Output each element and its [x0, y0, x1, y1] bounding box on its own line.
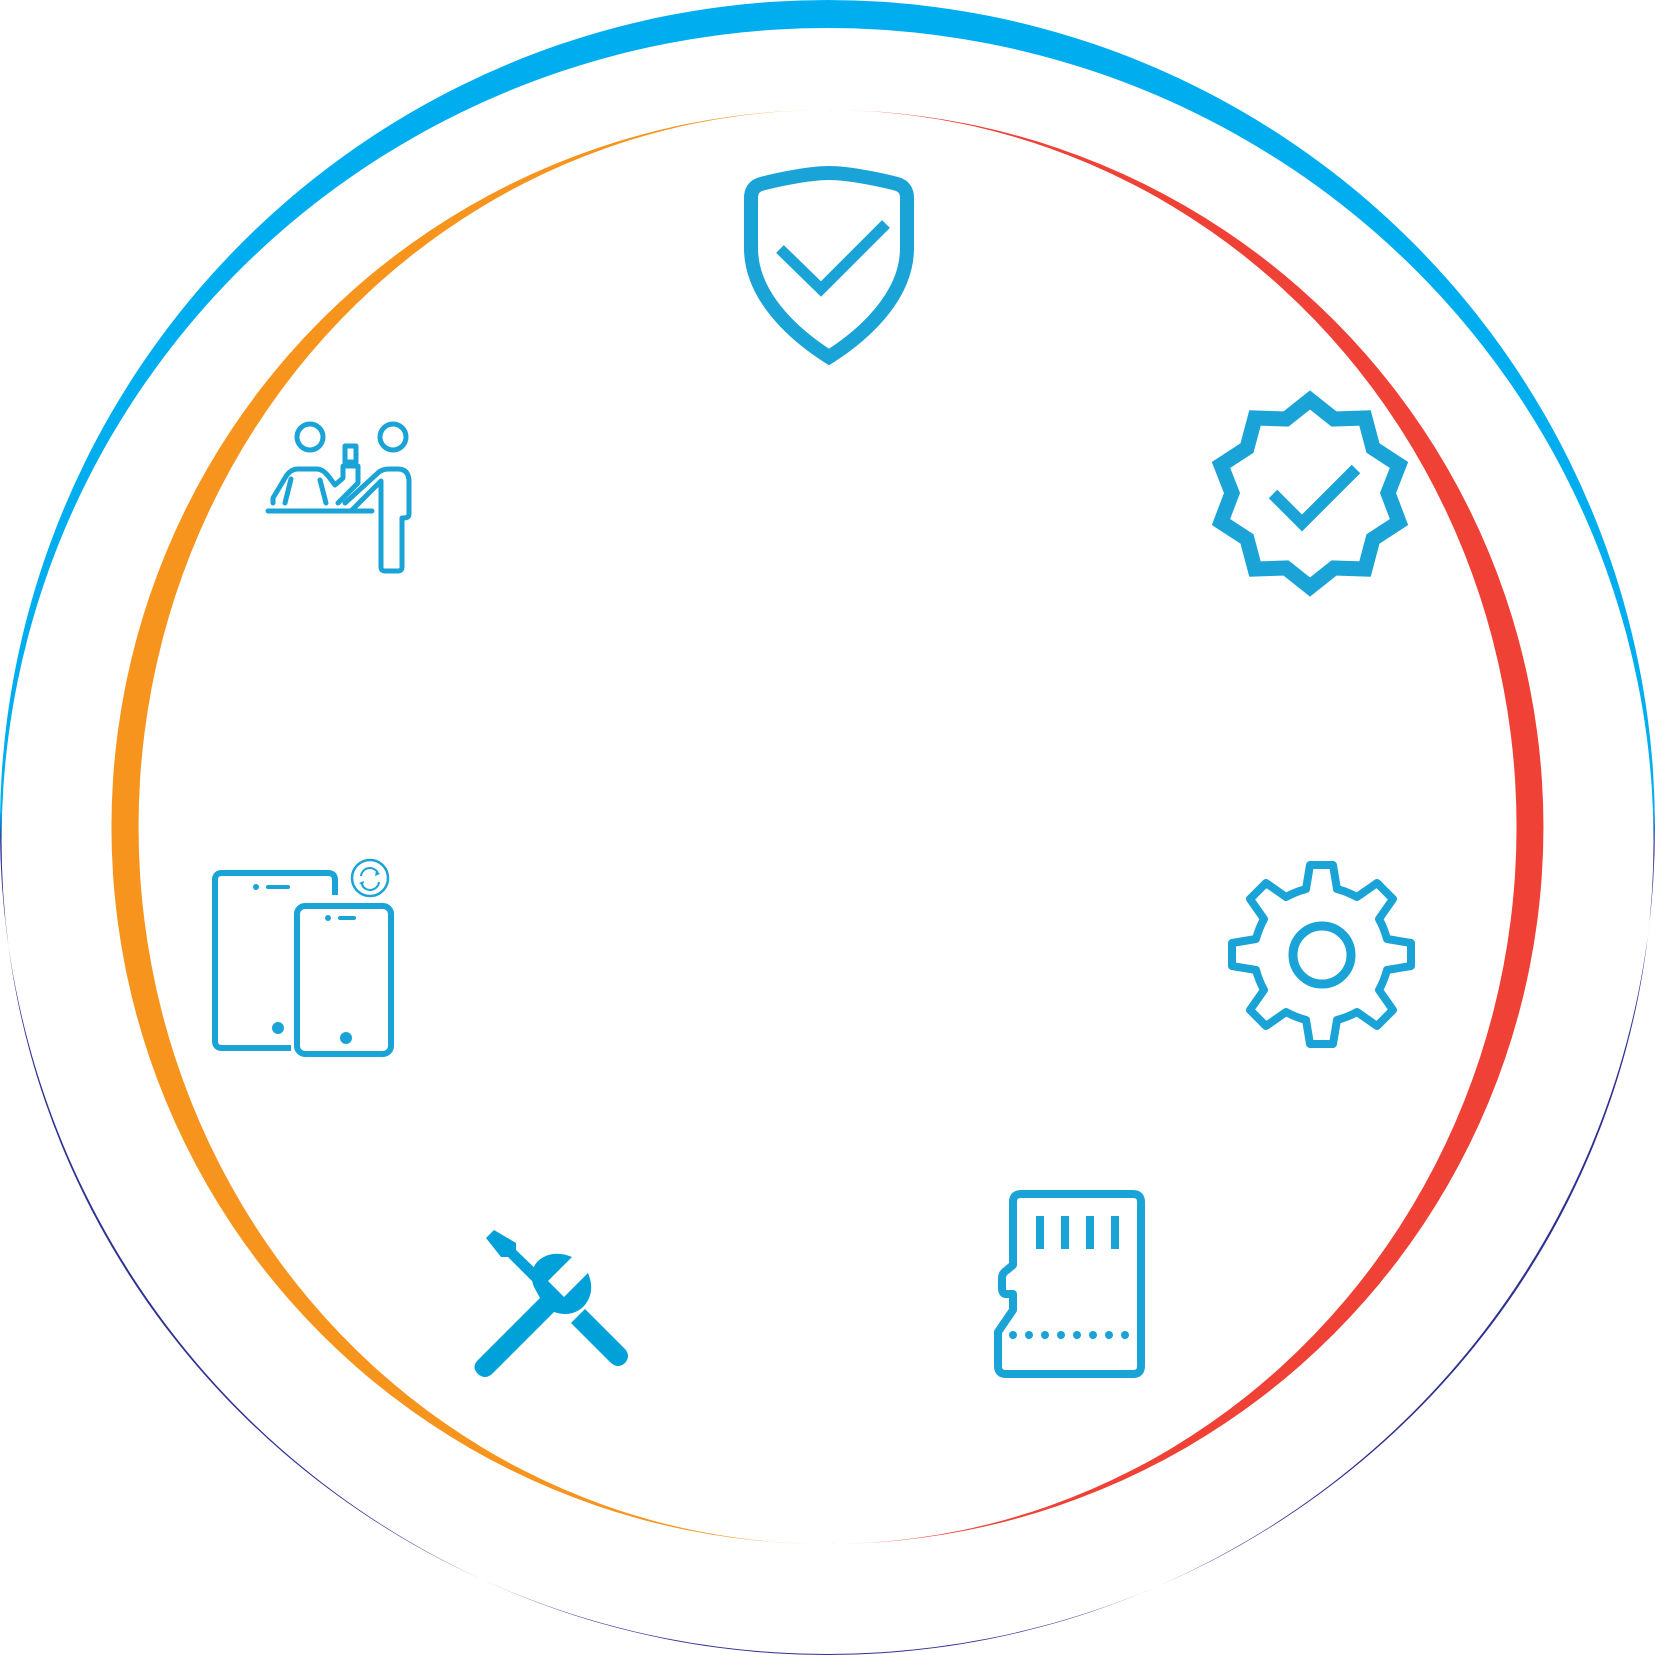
gear-icon: [1228, 860, 1418, 1052]
wrench-screwdriver-icon: [474, 1228, 634, 1378]
memory-card-icon: [993, 1188, 1147, 1378]
device-exchange-icon: [208, 856, 398, 1061]
verified-badge-icon: [1211, 390, 1409, 597]
customer-service-desk-icon: [262, 416, 417, 574]
shield-check-icon: [742, 165, 916, 373]
